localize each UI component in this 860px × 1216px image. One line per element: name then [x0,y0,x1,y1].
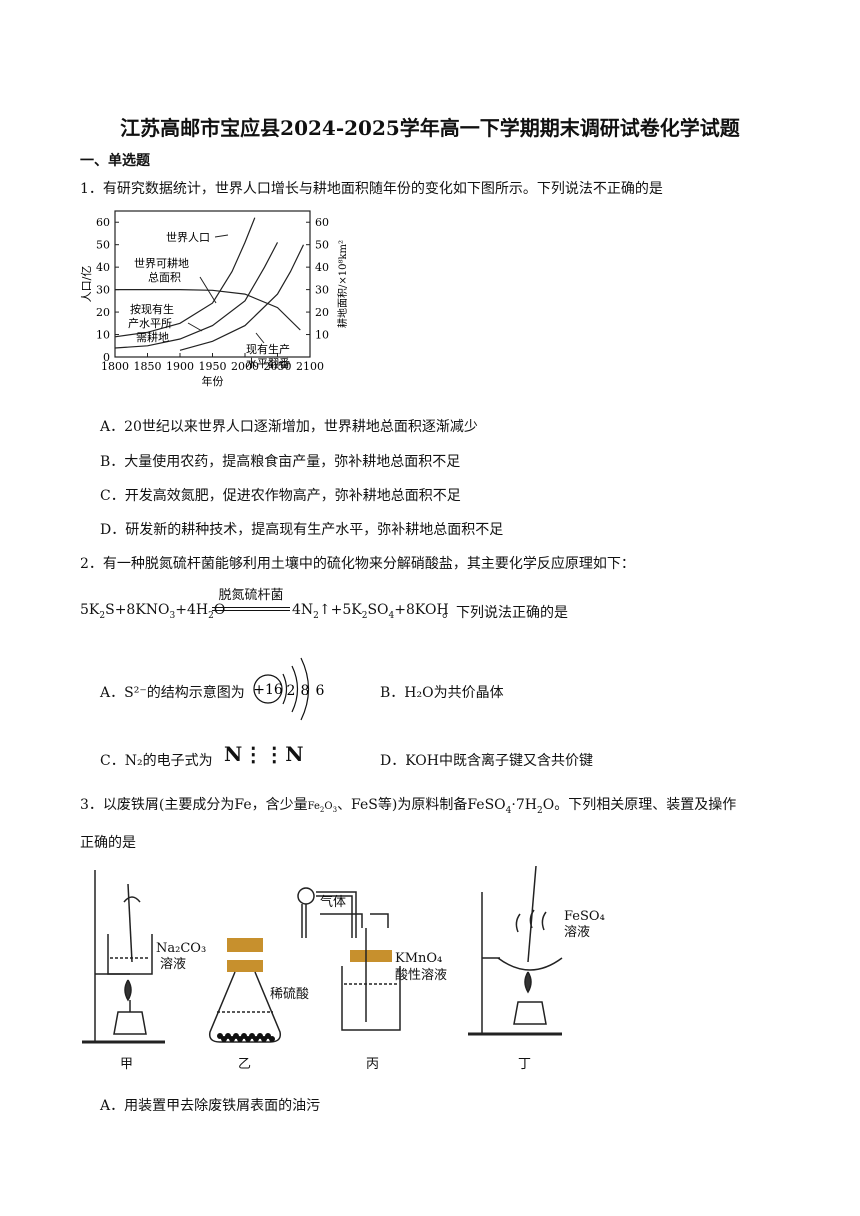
right-tick-label: 10 [315,329,329,342]
x-tick-label: 1850 [134,360,162,373]
left-axis-label: 人口/亿 [80,266,93,303]
leader-arable [199,276,217,304]
right-tick-label: 20 [315,306,329,319]
right-tick-label: 40 [315,261,329,274]
x-axis-label: 年份 [202,374,224,388]
q3-stem-a: 3．以废铁屑(主要成分为Fe，含少量 [80,797,308,813]
q2-stem-tail: 。下列说法正确的是 [442,605,568,621]
leader-needed [187,322,203,332]
left-tick-label: 40 [96,261,110,274]
section-heading: 一、单选题 [80,153,150,169]
equals-sign [212,607,290,611]
ding-solution-formula: FeSO₄ [564,909,605,924]
q2-option-b: B．H₂O为共价晶体 [380,685,504,701]
left-tick-label: 20 [96,306,110,319]
app-label-jia: 甲 [120,1057,133,1072]
label-arable: 世界可耕地 [134,256,189,270]
sulfide-ion-diagram: +16 2 8 6 [253,657,325,721]
app-label-ding: 丁 [518,1057,531,1072]
iron-scrap [269,1036,275,1042]
right-tick-label: 60 [315,216,329,229]
q3-stem-line1: 3．以废铁屑(主要成分为Fe，含少量Fe2O3、FeS等)为原料制备FeSO4·… [80,794,736,822]
series-line-population [114,217,256,338]
feso4-hydrate-formula: FeSO4·7H2O [467,797,555,816]
reaction-condition: 脱氮硫杆菌 [218,588,284,603]
left-tick-label: 50 [96,239,110,252]
q1-option-c: C．开发高效氮肥，促进农作物高产，弥补耕地总面积不足 [100,488,461,504]
label-arable: 总面积 [148,270,181,284]
series-line-needed [114,242,279,349]
app-label-bing: 丙 [366,1057,379,1072]
label-needed: 产水平所 [128,316,172,330]
q2-option-d: D．KOH中既含离子键又含共价键 [380,753,593,769]
shell-1-count: 2 [287,683,296,699]
label-needed: 需耕地 [136,330,169,344]
q1-option-b: B．大量使用农药，提高粮食亩产量，弥补耕地总面积不足 [100,454,461,470]
page-title: 江苏高邮市宝应县2024-2025学年高一下学期期末调研试卷化学试题 [120,116,740,140]
bing-gas-label: 气体 [320,894,346,910]
q3-stem-b: 、FeS等)为原料制备 [337,797,468,813]
right-tick-label: 30 [315,284,329,297]
leader-doubled [255,332,265,344]
x-tick-label: 1800 [101,360,129,373]
right-axis-label: 耕地面积/×10⁸km² [336,240,349,328]
left-tick-label: 10 [96,329,110,342]
x-tick-label: 1900 [166,360,194,373]
x-tick-label: 2000 [231,360,259,373]
x-tick-label: 1950 [199,360,227,373]
q3-stem-c: 。下列相关原理、装置及操作 [554,797,737,813]
fe2o3-formula: Fe2O3 [307,801,338,814]
shell-3-count: 6 [316,683,325,699]
left-tick-label: 30 [96,284,110,297]
label-population: 世界人口 [166,231,210,244]
label-doubled: 水平翻番 [246,356,290,370]
series-line-arable [115,289,301,331]
x-tick-label: 2050 [264,360,292,373]
equation-reactants: 5K2S+8KNO3+4H2O [80,602,226,621]
series-line-doubled [179,244,305,351]
n2-electron-formula: N⋮⋮N [224,742,305,766]
left-tick-label: 0 [103,351,110,364]
label-doubled: 现有生产 [246,342,290,356]
q1-stem: 1．有研究数据统计，世界人口增长与耕地面积随年份的变化如下图所示。下列说法不正确… [80,181,663,197]
x-tick-label: 2100 [296,360,324,373]
q3-option-a: A．用装置甲去除废铁屑表面的油污 [100,1098,321,1114]
q3-stem-line2: 正确的是 [80,835,136,851]
q2-stem: 2．有一种脱氮硫杆菌能够利用土壤中的硫化物来分解硝酸盐，其主要化学反应原理如下： [80,556,635,572]
jia-solution-formula: Na₂CO₃ [156,941,206,956]
q2-option-a: A．S²⁻的结构示意图为 [100,685,245,701]
q1-option-a: A．20世纪以来世界人口逐渐增加，世界耕地总面积逐渐减少 [100,419,478,435]
label-needed: 按现有生 [130,302,174,316]
q2-equation: 5K2S+8KNO3+4H2O 脱氮硫杆菌 4N2↑+5K2SO4+8KOH 。… [80,586,780,622]
left-tick-label: 60 [96,216,110,229]
q2-option-c: C．N₂的电子式为 [100,753,213,769]
app-label-yi: 乙 [238,1057,251,1072]
yi-acid-label: 稀硫酸 [270,987,309,1002]
jia-solution-word: 溶液 [160,957,186,972]
shell-2-count: 8 [301,683,310,699]
q1-option-d: D．研发新的耕种技术，提高现有生产水平，弥补耕地总面积不足 [100,522,504,538]
bing-reagent-word: 酸性溶液 [395,968,447,983]
apparatus-figure: Na₂CO₃ 溶液 稀硫酸 气体 KMnO₄ 酸性溶液 FeSO₄ 溶液 甲 乙… [82,865,605,1072]
nucleus-charge: +16 [253,682,283,698]
ding-solution-word: 溶液 [564,925,590,940]
right-tick-label: 50 [315,239,329,252]
equation-products: 4N2↑+5K2SO4+8KOH [292,602,449,621]
leader-population [214,234,229,238]
bing-reagent-formula: KMnO₄ [395,951,442,966]
